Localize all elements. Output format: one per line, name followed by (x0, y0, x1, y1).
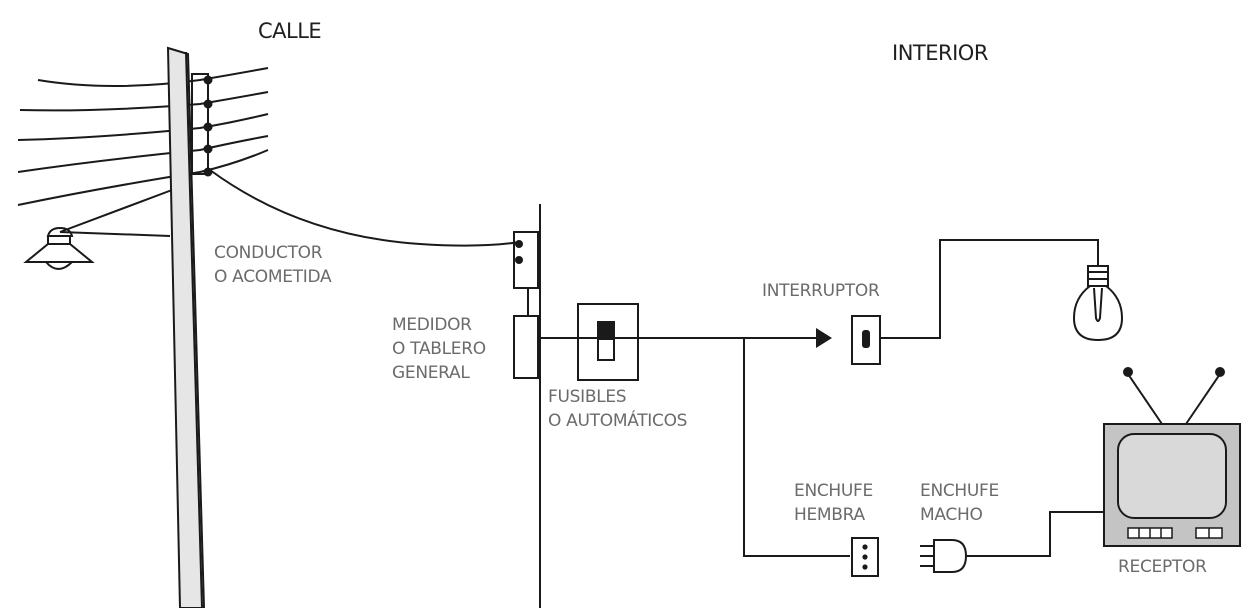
label-fuses-2: O AUTOMÁTICOS (548, 409, 687, 431)
label-meter-3: GENERAL (392, 363, 470, 383)
label-socket-female-2: HEMBRA (794, 505, 865, 525)
header-street: CALLE (258, 19, 321, 43)
label-conductor-2: O ACOMETIDA (214, 267, 332, 287)
socket-female-icon (851, 537, 879, 577)
label-fuses-1: FUSIBLES (548, 387, 626, 407)
label-meter-2: O TABLERO (392, 339, 486, 359)
utility-pole-icon (166, 46, 213, 608)
label-conductor-1: CONDUCTOR (214, 243, 323, 263)
socket-circuit-wire (743, 338, 850, 557)
label-meter-1: MEDIDOR (392, 315, 472, 335)
street-lamp-icon (23, 189, 173, 270)
fuse-box-icon (577, 303, 639, 381)
meter-icon (513, 231, 539, 379)
label-socket-male-2: MACHO (920, 505, 983, 525)
label-socket-male-1: ENCHUFE (920, 481, 999, 501)
plug-male-icon (920, 511, 1104, 573)
arrow-icon (816, 328, 832, 348)
lamp-circuit-wire (880, 239, 1099, 339)
light-bulb-icon (1072, 265, 1124, 342)
service-drop-wire (209, 169, 521, 247)
label-switch: INTERRUPTOR (762, 281, 880, 301)
tv-receiver-icon (1103, 367, 1241, 547)
label-receiver: RECEPTOR (1118, 557, 1207, 577)
header-interior: INTERIOR (892, 41, 988, 65)
label-socket-female-1: ENCHUFE (794, 481, 873, 501)
switch-icon (851, 315, 881, 365)
